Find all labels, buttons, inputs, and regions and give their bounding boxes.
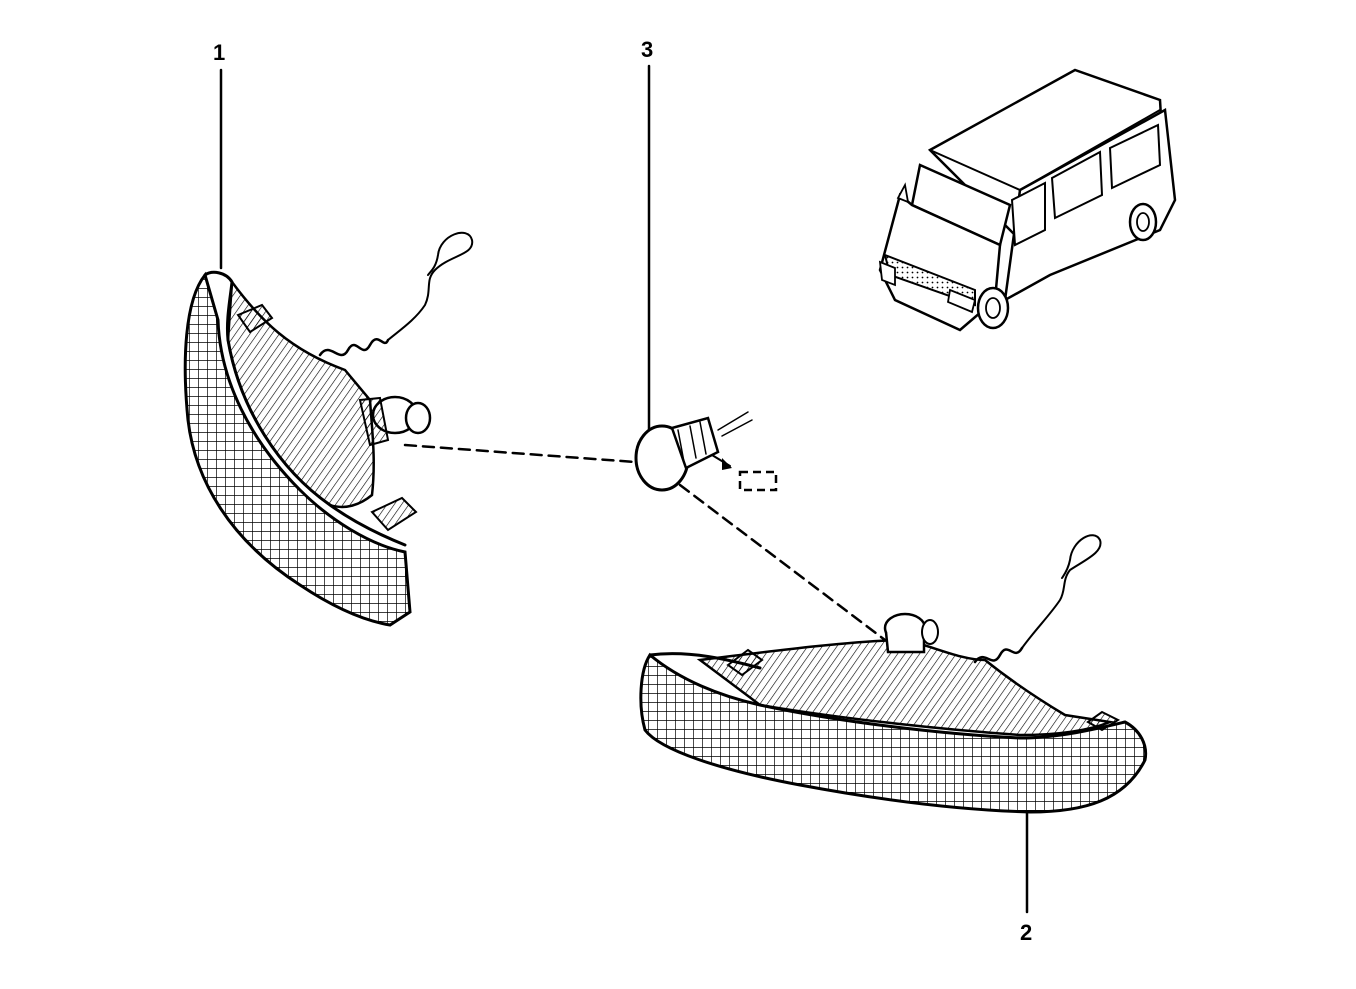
right-lamp-spring <box>973 646 1024 664</box>
callout-2: 2 <box>1020 810 1032 945</box>
left-lamp-housing <box>226 278 375 509</box>
callout-number-3: 3 <box>641 37 653 62</box>
van-mirror <box>896 182 910 204</box>
right-lamp-housing <box>696 638 1115 737</box>
van-side-window-2 <box>1108 123 1162 190</box>
left-lamp-clip-bottom <box>370 496 418 532</box>
callout-number-2: 2 <box>1020 920 1032 945</box>
right-indicator-lamp <box>639 534 1148 814</box>
van-headlamp-left <box>878 260 896 287</box>
right-lamp-clip-right <box>1086 710 1121 732</box>
bulb-socket-outline <box>738 470 778 492</box>
right-lamp-lens <box>639 652 1148 814</box>
bulb-contact-pins <box>717 411 753 437</box>
right-lamp-clip-left <box>726 648 764 677</box>
van-headlamp-right <box>946 288 977 314</box>
left-lamp-bulb-socket <box>358 395 432 447</box>
bulb <box>634 411 778 492</box>
left-lamp-clip-top <box>236 303 274 334</box>
van-door-window <box>1010 181 1046 247</box>
callout-3: 3 <box>641 37 653 432</box>
callout-number-1: 1 <box>213 40 225 65</box>
assembly-line-left <box>403 443 637 464</box>
van-illustration <box>878 68 1177 332</box>
assembly-line-right <box>678 483 887 642</box>
right-lamp-bulb-socket <box>883 612 939 654</box>
left-lamp-wire <box>387 231 474 341</box>
assembly-lines <box>403 443 887 642</box>
left-lamp-spring <box>318 338 390 357</box>
left-lamp-lens <box>183 271 412 627</box>
callout-1: 1 <box>213 40 225 270</box>
right-lamp-wire <box>1021 534 1102 649</box>
left-indicator-lamp <box>183 231 474 627</box>
van-side-window-1 <box>1050 150 1104 220</box>
